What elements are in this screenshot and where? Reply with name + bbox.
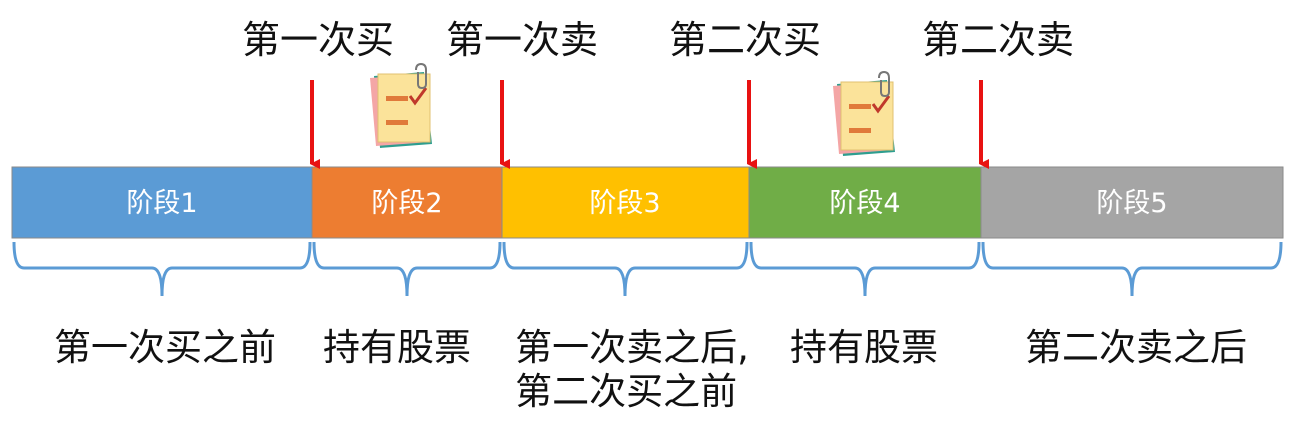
stage-bar-5: [980, 166, 1284, 239]
stage-label-5: 阶段5: [1096, 188, 1168, 219]
event-label-1: 第一次买: [241, 18, 395, 62]
event-label-4: 第二次卖: [921, 18, 1075, 62]
event-label-3: 第二次买: [668, 18, 822, 62]
stage-label-4: 阶段4: [829, 188, 901, 219]
stage-label-3: 阶段3: [589, 188, 661, 219]
stage-bar-1: [11, 166, 313, 239]
stage-bar-3: [501, 166, 750, 239]
stage-description-1: 第一次买之前: [54, 326, 276, 369]
event-label-2: 第一次卖: [445, 18, 599, 62]
brace-stage-2: [312, 241, 502, 297]
stage-bar-2: [311, 166, 503, 239]
brace-stage-4: [749, 241, 981, 297]
brace-stage-5: [981, 241, 1283, 297]
stage-description-3: 第一次卖之后, 第二次买之前: [515, 326, 749, 413]
stage-label-1: 阶段1: [126, 188, 198, 219]
stage-description-2: 持有股票: [323, 326, 471, 369]
stage-description-5: 第二次卖之后: [1025, 326, 1247, 369]
stage-label-2: 阶段2: [371, 188, 443, 219]
notepad-checklist-icon: [370, 62, 432, 148]
brace-stage-1: [12, 241, 312, 297]
stage-bar-4: [748, 166, 982, 239]
notepad-checklist-icon: [833, 70, 895, 156]
brace-stage-3: [502, 241, 749, 297]
stage-description-4: 持有股票: [790, 326, 938, 369]
